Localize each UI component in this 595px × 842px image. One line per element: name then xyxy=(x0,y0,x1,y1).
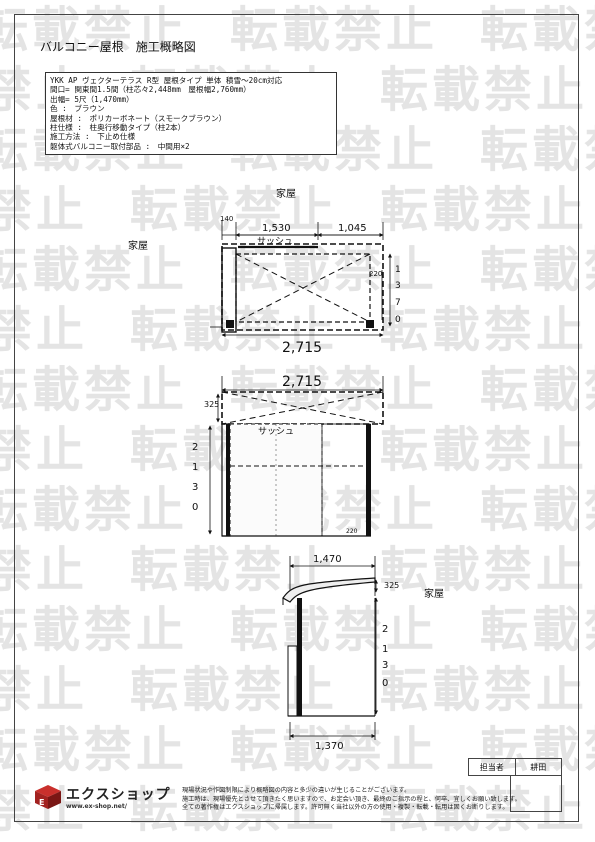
side-dim-2130-digit: 1 xyxy=(382,644,388,655)
side-dim-1470: 1,470 xyxy=(313,554,342,565)
side-dim-2130-digit: 2 xyxy=(382,624,388,635)
front-dim-325: 325 xyxy=(204,400,219,409)
plan-dim-220: 220 xyxy=(369,270,382,278)
plan-post xyxy=(366,320,374,328)
plan-roof-outline xyxy=(221,243,384,331)
spec-line: 躯体式バルコニー取付部品 : 中間用×2 xyxy=(50,141,190,151)
spec-line: 色 : ブラウン xyxy=(50,104,105,114)
stamp-header: 担当者 耕田 xyxy=(468,758,562,776)
drawing-frame xyxy=(14,14,579,822)
stamp-label: 担当者 xyxy=(469,759,516,775)
side-dim-2130-digit: 3 xyxy=(382,660,388,671)
stamp-box xyxy=(510,776,562,812)
front-post xyxy=(366,424,371,536)
side-post xyxy=(297,598,302,716)
front-wall-panel xyxy=(321,423,371,537)
footnote-line: 施工時は、現場優先とさせて頂きたく思いますので、お定会い頂き、最終のご指示の程と… xyxy=(182,795,521,803)
side-dim-325: 325 xyxy=(384,581,399,590)
plan-house-left-label: 家屋 xyxy=(128,239,148,252)
spec-line: 施工方法 : 下止め仕様 xyxy=(50,132,136,142)
front-sash-label: サッシュ xyxy=(258,426,294,437)
front-dim-2130-digit: 3 xyxy=(192,482,198,493)
logo-text: エクスショップ www.ex-shop.net/ xyxy=(66,784,171,810)
side-roof xyxy=(282,577,376,603)
logo-box-icon: E xyxy=(35,785,61,809)
stamp-name: 耕田 xyxy=(530,762,547,772)
footnote-line: 現場状況や作図制限により概略図の内容と多少の違いが生じることがございます。 xyxy=(182,787,411,794)
plan-balcony xyxy=(235,253,371,323)
front-dim-2130-digit: 1 xyxy=(192,462,198,473)
plan-dim-1370-digit: 3 xyxy=(395,281,401,291)
plan-sash-label: サッシュ xyxy=(257,236,293,247)
front-roof-diagonal xyxy=(221,391,384,425)
logo-url: www.ex-shop.net/ xyxy=(66,803,127,810)
plan-dim-1530: 1,530 xyxy=(262,223,291,234)
plan-house-wall xyxy=(221,247,237,333)
plan-dim-1370-digit: 0 xyxy=(395,315,401,325)
plan-cross-line xyxy=(235,253,371,323)
front-post xyxy=(226,424,230,536)
front-dim-2715: 2,715 xyxy=(282,374,322,390)
svg-text:E: E xyxy=(39,798,44,807)
front-dim-2130-digit: 0 xyxy=(192,502,198,513)
spec-line: 屋根材 : ポリカーボネート（スモークブラウン） xyxy=(50,113,227,123)
spec-line: YKK AP ヴェクターテラス R型 屋根タイプ 単体 積雪～20cm対応 xyxy=(50,76,283,85)
plan-dim-2715: 2,715 xyxy=(282,340,322,356)
front-dim-2130-digit: 2 xyxy=(192,442,198,453)
logo: E エクスショップ www.ex-shop.net/ xyxy=(34,784,171,810)
front-dim-220: 220 xyxy=(346,528,358,535)
front-view: 2,715 325 サッシュ 220 2 1 3 0 xyxy=(192,374,384,537)
plan-view: 家屋 家屋 140 1,530 1,045 サッシュ 220 1 3 7 xyxy=(128,187,401,356)
plan-dim-140: 140 xyxy=(220,215,233,223)
side-house-label: 家屋 xyxy=(424,587,444,600)
plan-dim-1045: 1,045 xyxy=(338,223,367,234)
side-dim-1370: 1,370 xyxy=(315,741,344,752)
side-dim-2130-digit: 0 xyxy=(382,678,388,689)
spec-box: YKK AP ヴェクターテラス R型 屋根タイプ 単体 積雪～20cm対応 間口… xyxy=(45,72,337,156)
spec-line: 柱仕様 : 柱奥行移動タイプ（柱2本） xyxy=(50,123,186,133)
plan-dim-1370-digit: 1 xyxy=(395,265,401,275)
footnote-line: 全ての著作権はエクスショップに帰属します。許可無く当社以外の方の使用・複製・転載… xyxy=(182,804,509,812)
side-panel xyxy=(287,645,298,717)
side-view: 1,470 325 家屋 2 1 3 0 1,370 xyxy=(282,554,444,752)
plan-post xyxy=(226,320,234,328)
spec-line: 間口= 関東間1.5間（柱芯々2,448mm 屋根幅2,760mm） xyxy=(50,85,251,95)
page-title: バルコニー屋根 施工概略図 xyxy=(40,40,196,54)
plan-dim-1370-digit: 7 xyxy=(395,298,401,308)
logo-name: エクスショップ xyxy=(66,787,171,803)
plan-house-top-label: 家屋 xyxy=(276,187,296,200)
spec-line: 出幅= 5尺（1,470mm） xyxy=(50,94,134,104)
footnote: 現場状況や作図制限により概略図の内容と多少の違いが生じることがございます。 施工… xyxy=(182,787,521,813)
